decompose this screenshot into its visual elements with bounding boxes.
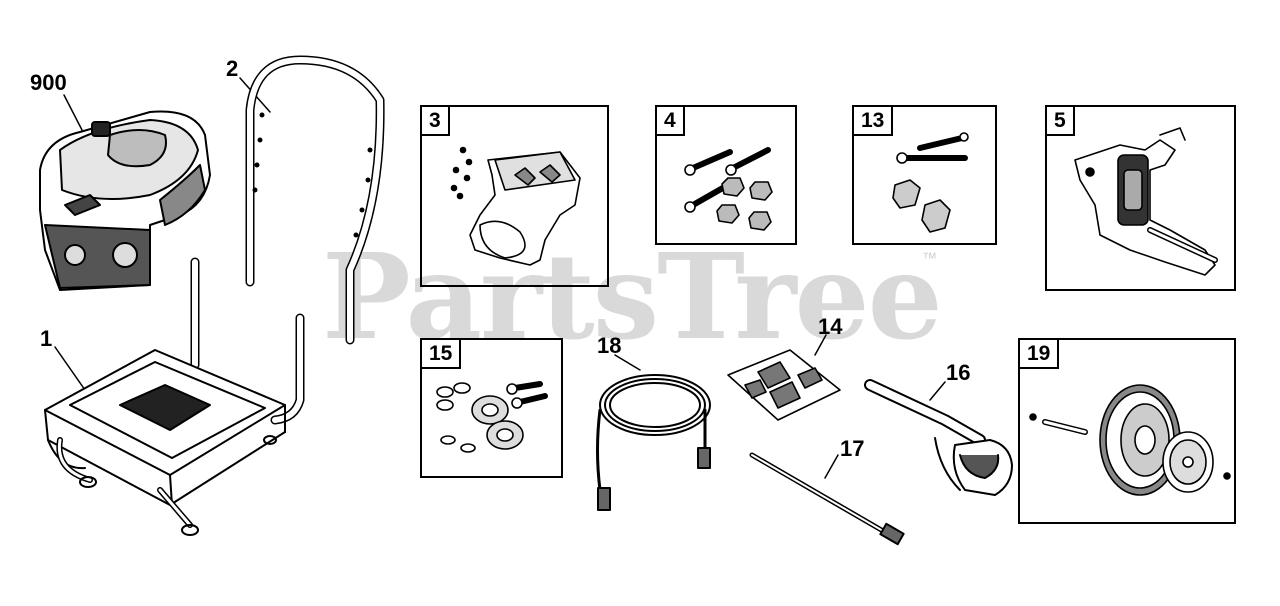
bolt-kit-drawing — [684, 147, 773, 231]
callout-frame: 1 — [40, 326, 53, 351]
bracket-kit-drawing — [450, 146, 581, 266]
box-label: 19 — [1018, 338, 1060, 369]
callout-engine: 900 — [30, 70, 67, 95]
callout-wand: 17 — [840, 436, 865, 461]
box-label: 5 — [1045, 105, 1075, 136]
callout-nozzle-bag: 14 — [818, 314, 843, 339]
box-label: 3 — [420, 105, 450, 136]
callout-handle: 2 — [226, 56, 239, 81]
box-label: 15 — [420, 338, 462, 369]
wheel-kit-drawing — [1029, 384, 1231, 496]
nozzle-bag-drawing — [727, 334, 841, 421]
trademark-symbol: ™ — [922, 250, 937, 267]
box-label: 13 — [852, 105, 894, 136]
watermark-text: PartsTree — [322, 227, 943, 366]
handle-hardware-drawing — [892, 132, 969, 233]
box-label: 4 — [655, 105, 685, 136]
spray-gun-drawing — [864, 379, 1013, 496]
engine-drawing — [39, 94, 211, 291]
callout-spray-gun: 16 — [946, 360, 971, 385]
box-pump-bracket-kit: 3 — [420, 105, 609, 287]
box-bolt-kit: 4 — [655, 105, 797, 245]
callout-hose: 18 — [597, 333, 622, 358]
frame-drawing — [44, 257, 305, 536]
wand-drawing — [749, 452, 905, 546]
pump-drawing — [1074, 127, 1218, 276]
box-handle-hardware: 13 — [852, 105, 997, 245]
box-pump: 5 — [1045, 105, 1236, 291]
box-wheel-kit: 19 — [1018, 338, 1236, 524]
wheel-hardware-drawing — [436, 381, 548, 453]
box-wheel-hardware: 15 — [420, 338, 563, 478]
hose-drawing — [596, 354, 711, 511]
handle-drawing — [239, 55, 385, 345]
